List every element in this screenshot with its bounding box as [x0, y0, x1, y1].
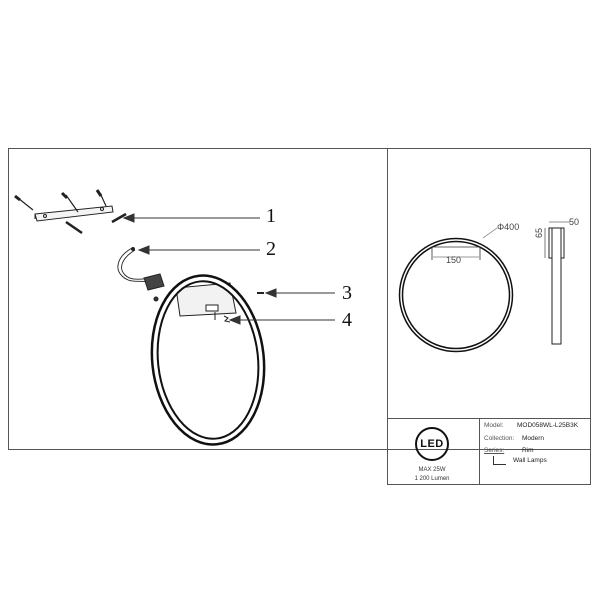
series-label: Series: [484, 447, 505, 454]
model-value: MOD058WL-L25B3K [517, 422, 579, 429]
info-box-bottom-border [387, 484, 591, 485]
mounting-plate [175, 282, 237, 317]
info-box-split [479, 418, 480, 484]
screws-and-plugs [14, 189, 127, 235]
depth-label: 50 [569, 217, 580, 227]
info-box-right-border [590, 418, 591, 484]
driver-box [143, 273, 165, 302]
clip [214, 312, 231, 323]
callout-2: 2 [266, 238, 276, 260]
info-box-left-border [387, 418, 388, 484]
diameter-label: Φ400 [497, 222, 520, 232]
leader-lines [122, 213, 335, 325]
center-width-label: 150 [446, 255, 462, 265]
sheet-divider-horizontal [387, 418, 591, 419]
collection-value: Modern [522, 435, 545, 442]
sheet-divider-vertical [387, 148, 388, 450]
mounting-bracket [34, 205, 114, 222]
power-wires [117, 247, 149, 283]
callout-4: 4 [342, 309, 352, 331]
lamp-type-value: Wall Lamps [513, 457, 547, 464]
led-logo-text: LED [420, 438, 444, 450]
drawing-sheet [8, 148, 591, 450]
height-label: 65 [534, 227, 544, 238]
front-view [398, 227, 514, 353]
callout-1: 1 [266, 205, 276, 227]
lamp-ring [150, 274, 266, 446]
model-label: Model: [484, 422, 504, 429]
series-value: Rim [522, 447, 534, 454]
callout-3: 3 [342, 282, 352, 304]
max-power-label: MAX 25W [418, 467, 446, 473]
lumen-label: 1 200 Lumen [414, 476, 450, 482]
collection-label: Collection: [484, 435, 515, 442]
lamp-type-icon [493, 456, 506, 465]
side-view [544, 221, 570, 345]
led-logo: LED [415, 427, 449, 461]
